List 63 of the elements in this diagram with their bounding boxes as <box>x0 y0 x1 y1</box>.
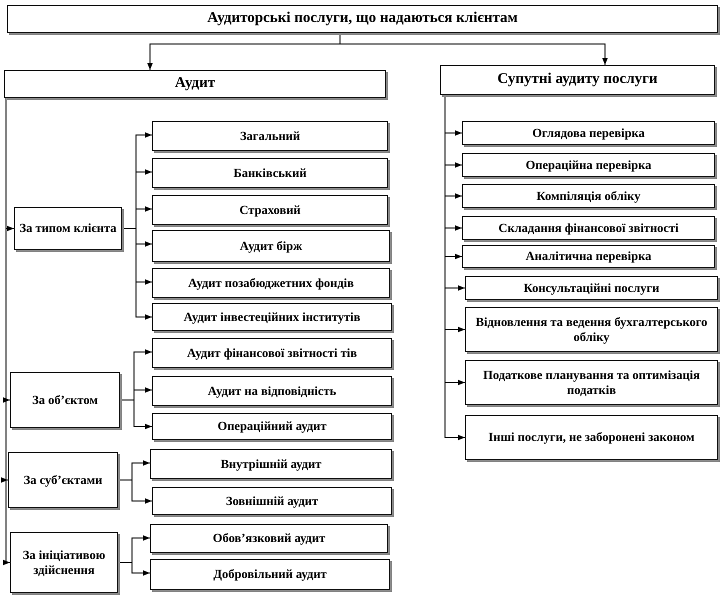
connector-arrow <box>340 32 608 66</box>
process-box <box>462 245 715 268</box>
process-box <box>465 360 718 405</box>
box-label: Операційна перевірка <box>526 158 652 172</box>
box-label: Консультаційні послуги <box>524 280 660 296</box>
box-label: Банківський <box>233 166 307 180</box>
box-label: Страховий <box>239 202 301 218</box>
process-box <box>152 413 392 440</box>
process-box <box>152 303 392 331</box>
process-box <box>152 195 388 225</box>
box-label: Операційний аудит <box>217 419 327 434</box>
process-box <box>150 449 392 479</box>
connector-arrow <box>118 480 152 504</box>
box-label: Інші послуги, не заборонені законом <box>488 430 695 445</box>
process-box <box>152 376 392 406</box>
connector-arrow <box>118 562 150 576</box>
box-label: За типом клієнта <box>19 221 116 236</box>
process-box <box>152 230 390 262</box>
process-box <box>465 276 718 300</box>
connector-arrow <box>122 228 152 320</box>
box-label: Аудиторські послуги, що надаються клієнтам <box>207 10 518 28</box>
box-label: Складання фінансової звітності <box>498 220 679 236</box>
box-label: Зовнішній аудит <box>226 494 318 508</box>
process-box <box>7 5 718 33</box>
process-box <box>10 532 118 593</box>
box-label: Аудит бірж <box>240 238 302 254</box>
process-box <box>465 307 718 352</box>
box-label: Відновлення та ведення бухгалтерського обліку <box>474 315 708 344</box>
box-label: Внутрішній аудит <box>220 456 322 472</box>
process-box <box>150 524 388 553</box>
box-label: Супутні аудиту послуги <box>497 71 658 89</box>
box-label: За ініціативою здійснення <box>22 548 106 577</box>
box-label: Аналітична перевірка <box>526 249 652 264</box>
process-box <box>462 216 715 240</box>
box-label: Обов’язковий аудит <box>212 531 326 546</box>
box-label: Аудит на відповідність <box>208 384 336 398</box>
process-box <box>14 207 122 250</box>
process-box <box>152 158 388 188</box>
box-label: Загальний <box>240 128 300 144</box>
process-box <box>152 338 392 368</box>
process-box <box>152 121 388 151</box>
box-label: Добровільний аудит <box>213 567 327 582</box>
process-box <box>10 372 120 428</box>
process-box <box>462 153 715 177</box>
process-box <box>440 65 715 95</box>
process-box <box>150 559 390 590</box>
box-label: Аудит інвестеційних інститутів <box>184 310 360 324</box>
box-label: Компіляція обліку <box>536 188 640 204</box>
box-label: Аудит позабюджетних фондів <box>188 276 354 290</box>
box-label: За об’єктом <box>32 392 98 408</box>
box-label: Аудит <box>174 75 216 93</box>
box-label: За суб’єктами <box>24 472 102 488</box>
process-box <box>8 452 118 508</box>
process-box <box>462 184 715 208</box>
process-box <box>465 415 718 460</box>
process-box <box>152 487 392 515</box>
box-label: Аудит фінансової звітності тів <box>187 346 357 360</box>
process-box <box>4 70 386 98</box>
box-label: Оглядова перевірка <box>532 126 645 140</box>
process-box <box>462 121 715 145</box>
box-label: Податкове планування та оптимізація податків <box>482 368 701 397</box>
connector-arrow <box>120 400 152 430</box>
process-box <box>152 268 390 298</box>
